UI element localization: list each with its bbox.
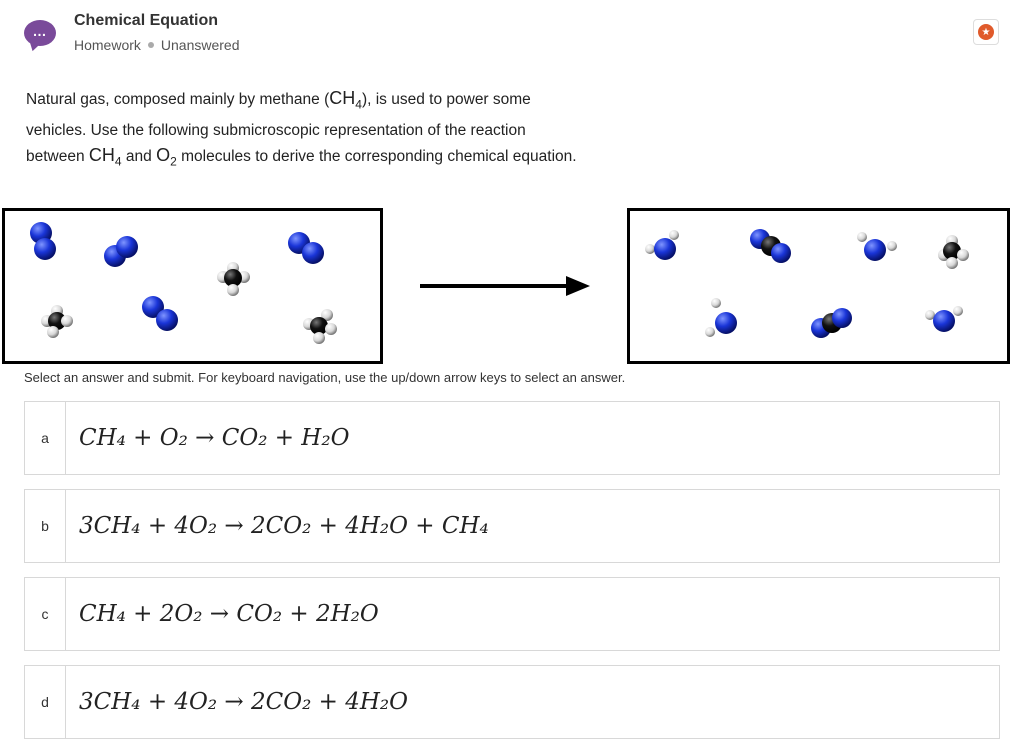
question-text: Natural gas, composed mainly by methane … bbox=[26, 86, 586, 174]
reactants-box bbox=[2, 208, 383, 364]
co2-molecule bbox=[750, 229, 791, 263]
question-type: Homework bbox=[74, 37, 141, 53]
option-equation: CH₄ + O₂ → CO₂ + H₂O bbox=[79, 425, 350, 451]
chat-icon: … bbox=[24, 20, 56, 46]
question-meta: Homework Unanswered bbox=[74, 37, 240, 53]
question-text-part: ), is used to power some vehicles. Use t… bbox=[26, 91, 531, 165]
separator-dot bbox=[147, 42, 154, 49]
h2o-molecule bbox=[645, 230, 679, 260]
reaction-arrow bbox=[420, 284, 570, 288]
ch4-molecule bbox=[41, 305, 73, 338]
products-diagram bbox=[645, 229, 969, 338]
answer-option-a[interactable]: a CH₄ + O₂ → CO₂ + H₂O bbox=[24, 401, 1000, 475]
question-text-part: and bbox=[121, 147, 157, 165]
h2o-molecule bbox=[925, 306, 963, 332]
question-text-part: molecules to derive the corresponding ch… bbox=[176, 147, 577, 165]
o2-molecule bbox=[104, 236, 138, 267]
h2o-molecule bbox=[705, 298, 737, 337]
products-box bbox=[627, 208, 1010, 364]
formula-oxygen: O2 bbox=[156, 144, 177, 169]
ch4-molecule bbox=[303, 309, 337, 344]
answer-instructions: Select an answer and submit. For keyboar… bbox=[24, 370, 626, 385]
o2-molecule bbox=[288, 232, 324, 264]
question-text-part: Natural gas, composed mainly by methane … bbox=[26, 91, 330, 108]
option-letter: c bbox=[25, 578, 66, 650]
option-letter: b bbox=[25, 490, 66, 562]
favorite-button[interactable]: ★ bbox=[973, 19, 999, 45]
option-equation: CH₄ + 2O₂ → CO₂ + 2H₂O bbox=[79, 601, 379, 627]
question-status: Unanswered bbox=[160, 37, 240, 53]
o2-molecule bbox=[142, 296, 178, 331]
option-equation: 3CH₄ + 4O₂ → 2CO₂ + 4H₂O + CH₄ bbox=[79, 513, 489, 539]
question-title: Chemical Equation bbox=[74, 12, 219, 29]
o2-molecule bbox=[30, 222, 56, 260]
answer-option-c[interactable]: c CH₄ + 2O₂ → CO₂ + 2H₂O bbox=[24, 577, 1000, 651]
answer-option-b[interactable]: b 3CH₄ + 4O₂ → 2CO₂ + 4H₂O + CH₄ bbox=[24, 489, 1000, 563]
ch4-molecule bbox=[217, 262, 250, 296]
option-letter: a bbox=[25, 402, 66, 474]
arrow-head-icon bbox=[566, 276, 590, 296]
h2o-molecule bbox=[857, 232, 897, 261]
star-icon: ★ bbox=[978, 24, 994, 40]
ch4-molecule bbox=[938, 235, 969, 269]
reactants-diagram bbox=[30, 222, 337, 344]
option-letter: d bbox=[25, 666, 66, 738]
formula-methane: CH4 bbox=[329, 88, 362, 112]
co2-molecule bbox=[811, 308, 852, 338]
answer-option-d[interactable]: d 3CH₄ + 4O₂ → 2CO₂ + 4H₂O bbox=[24, 665, 1000, 739]
option-equation: 3CH₄ + 4O₂ → 2CO₂ + 4H₂O bbox=[79, 689, 408, 715]
formula-methane: CH4 bbox=[88, 144, 122, 169]
